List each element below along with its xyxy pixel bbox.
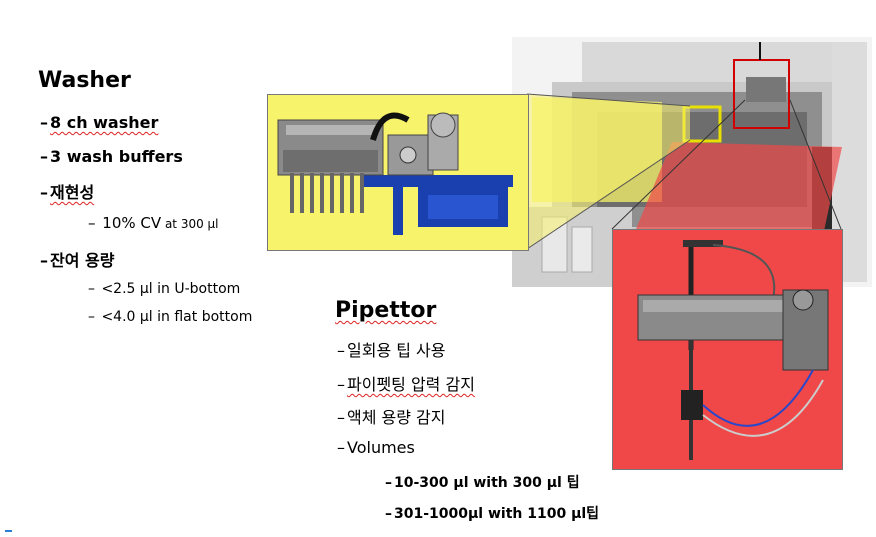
washer-subitem-flatbottom: – <4.0 μl in flat bottom [88, 309, 252, 325]
washer-item-label: 3 wash buffers [50, 147, 183, 166]
pipettor-subitem-label: 10-300 μl with 300 μl 팁 [394, 475, 580, 491]
washer-item-label: 8 ch washer [50, 113, 159, 132]
pipettor-item-liquid-detection: –액체 용량 감지 [337, 404, 446, 428]
washer-item-channels: –8 ch washer [40, 113, 158, 132]
bullet-dash: – [40, 251, 48, 270]
bullet-dash: – [385, 475, 392, 491]
washer-item-reproducibility: –재현성 [40, 179, 94, 203]
pipettor-item-pressure-detection: –파이펫팅 압력 감지 [337, 371, 475, 395]
pipettor-item-label: 파이펫팅 압력 감지 [347, 375, 475, 394]
pipettor-item-volumes: –Volumes [337, 438, 415, 457]
washer-subitem-label: <2.5 μl in U-bottom [101, 281, 241, 297]
pipettor-subitem-label: 301-1000μl with 1100 μl팁 [394, 506, 600, 522]
bullet-dash: – [40, 147, 48, 166]
pipettor-item-label: Volumes [347, 438, 415, 457]
washer-item-buffers: –3 wash buffers [40, 147, 183, 166]
bullet-dash: – [40, 183, 48, 202]
washer-subitem-label: <4.0 μl in flat bottom [101, 309, 253, 325]
washer-subitem-suffix: at 300 μl [161, 217, 219, 231]
washer-item-label: 재현성 [50, 183, 95, 202]
bullet-dash: – [385, 506, 392, 522]
pipettor-item-disposable-tips: –일회용 팁 사용 [337, 337, 446, 361]
washer-subitem-ubottom: – <2.5 μl in U-bottom [88, 281, 240, 297]
washer-illustration [277, 112, 513, 235]
washer-image [267, 94, 529, 251]
bullet-dash: – [88, 214, 96, 232]
pipettor-subitem-1100: –301-1000μl with 1100 μl팁 [385, 503, 599, 523]
washer-subitem-label: 10% CV [102, 214, 162, 232]
washer-item-label: 잔여 용량 [50, 251, 115, 270]
pipettor-image [612, 229, 843, 470]
bullet-dash: – [337, 375, 345, 394]
washer-item-residual: –잔여 용량 [40, 247, 114, 271]
washer-subitem-cv: – 10% CV at 300 μl [88, 214, 219, 232]
pipettor-item-label: 일회용 팁 사용 [347, 341, 446, 360]
pipettor-title: Pipettor [335, 298, 437, 323]
bullet-dash: – [88, 309, 95, 325]
bullet-dash: – [337, 408, 345, 427]
bullet-dash: – [40, 113, 48, 132]
bullet-dash: – [88, 281, 95, 297]
bullet-dash: – [337, 438, 345, 457]
pipettor-item-label: 액체 용량 감지 [347, 408, 446, 427]
bullet-dash: – [337, 341, 345, 360]
pipettor-subitem-300: –10-300 μl with 300 μl 팁 [385, 472, 580, 492]
slide-marker [5, 530, 12, 532]
washer-title: Washer [38, 68, 131, 93]
pipettor-illustration [637, 240, 829, 460]
